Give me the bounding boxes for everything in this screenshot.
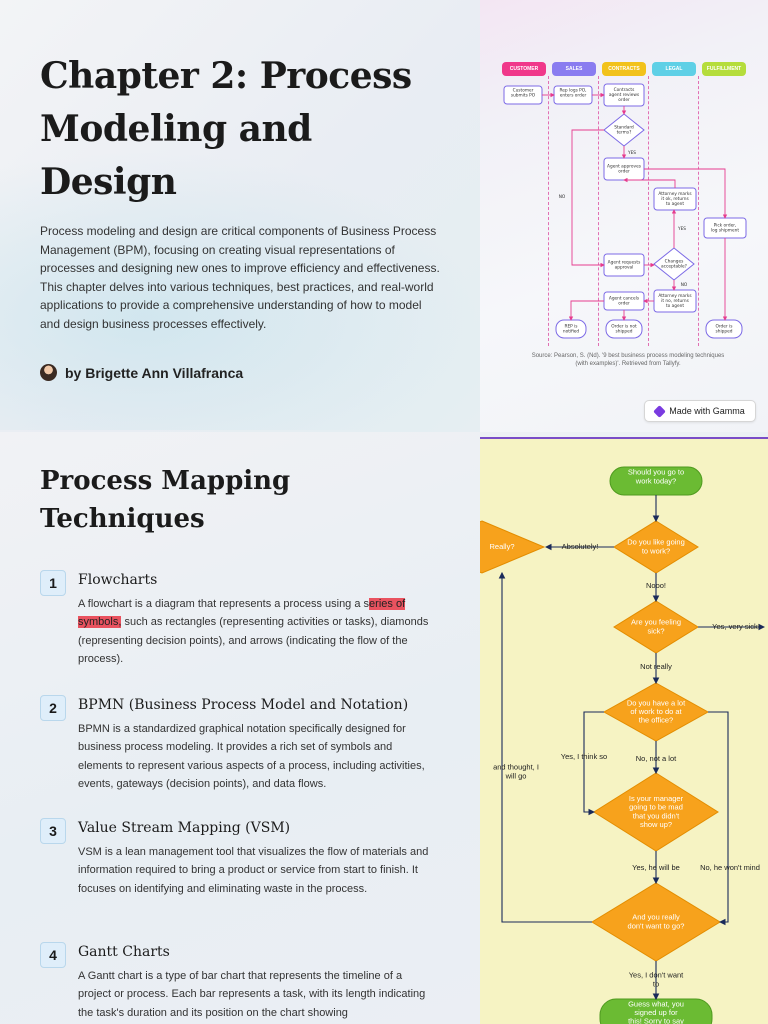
item-body: A flowchart is a diagram that represents…	[78, 598, 429, 666]
yes-think-label: Yes, I think so	[561, 752, 607, 761]
not-really-label: Not really	[640, 662, 672, 671]
item-number: 1	[40, 570, 66, 596]
technique-item-bpmn: 2 BPMN (Business Process Model and Notat…	[40, 695, 440, 805]
item-title: Gantt Charts	[78, 944, 170, 960]
technique-item-flowcharts: 1 Flowcharts A flowchart is a diagram th…	[40, 570, 440, 680]
item-body: BPMN is a standardized graphical notatio…	[78, 723, 425, 791]
lane-customer: CUSTOMER	[502, 62, 546, 76]
author-line: by Brigette Ann Villafranca	[40, 364, 243, 381]
item-title: Flowcharts	[78, 572, 158, 588]
technique-item-gantt: 4 Gantt Charts A Gantt chart is a type o…	[40, 942, 440, 1024]
gamma-logo-icon	[653, 404, 667, 418]
item-title: Value Stream Mapping (VSM)	[78, 820, 291, 836]
no-he-wont-label: No, he won't mind	[700, 863, 760, 872]
item-number: 2	[40, 695, 66, 721]
yes-he-will-label: Yes, he will be	[632, 863, 680, 872]
chapter-intro-paragraph: Process modeling and design are critical…	[40, 224, 440, 331]
process-mapping-title: Process Mapping Techniques	[40, 466, 291, 534]
absolutely-label: Absolutely!	[562, 542, 599, 551]
made-with-gamma-button[interactable]: Made with Gamma	[644, 400, 756, 422]
really-label: Really?	[489, 542, 514, 551]
no-not-lot-label: No, not a lot	[636, 754, 677, 763]
lane-sales: SALES	[552, 62, 596, 76]
edge-yes-1: YES	[627, 150, 636, 156]
author-name: by Brigette Ann Villafranca	[65, 364, 244, 381]
made-with-gamma-label: Made with Gamma	[669, 406, 745, 416]
item-number: 4	[40, 942, 66, 968]
item-body: VSM is a lean management tool that visua…	[78, 846, 429, 895]
edge-no-1: NO	[559, 194, 566, 200]
edge-no-2: NO	[681, 282, 688, 288]
diagram-source-caption: Source: Pearson, S. (Nd). '9 best busine…	[531, 353, 725, 367]
label-pick-order: Pick order,log shipment	[711, 223, 739, 234]
edge-yes-2: YES	[677, 226, 686, 232]
nooo-label: Nooo!	[646, 581, 666, 590]
author-avatar	[40, 364, 57, 381]
item-body: A Gantt chart is a type of bar chart tha…	[78, 970, 426, 1019]
yes-very-sick-label: Yes, very sick!	[712, 622, 760, 631]
really-diamond	[480, 520, 546, 574]
lane-contracts: CONTRACTS	[602, 62, 646, 76]
lane-legal: LEGAL	[652, 62, 696, 76]
lane-fulfillment: FULFILLMENT	[702, 62, 746, 76]
label-rep-logs: Rep logs PO,enters order	[559, 88, 586, 99]
technique-item-vsm: 3 Value Stream Mapping (VSM) VSM is a le…	[40, 818, 440, 928]
item-number: 3	[40, 818, 66, 844]
chapter-title: Chapter 2: Process Modeling and Design	[40, 55, 412, 203]
item-title: BPMN (Business Process Model and Notatio…	[78, 697, 409, 713]
